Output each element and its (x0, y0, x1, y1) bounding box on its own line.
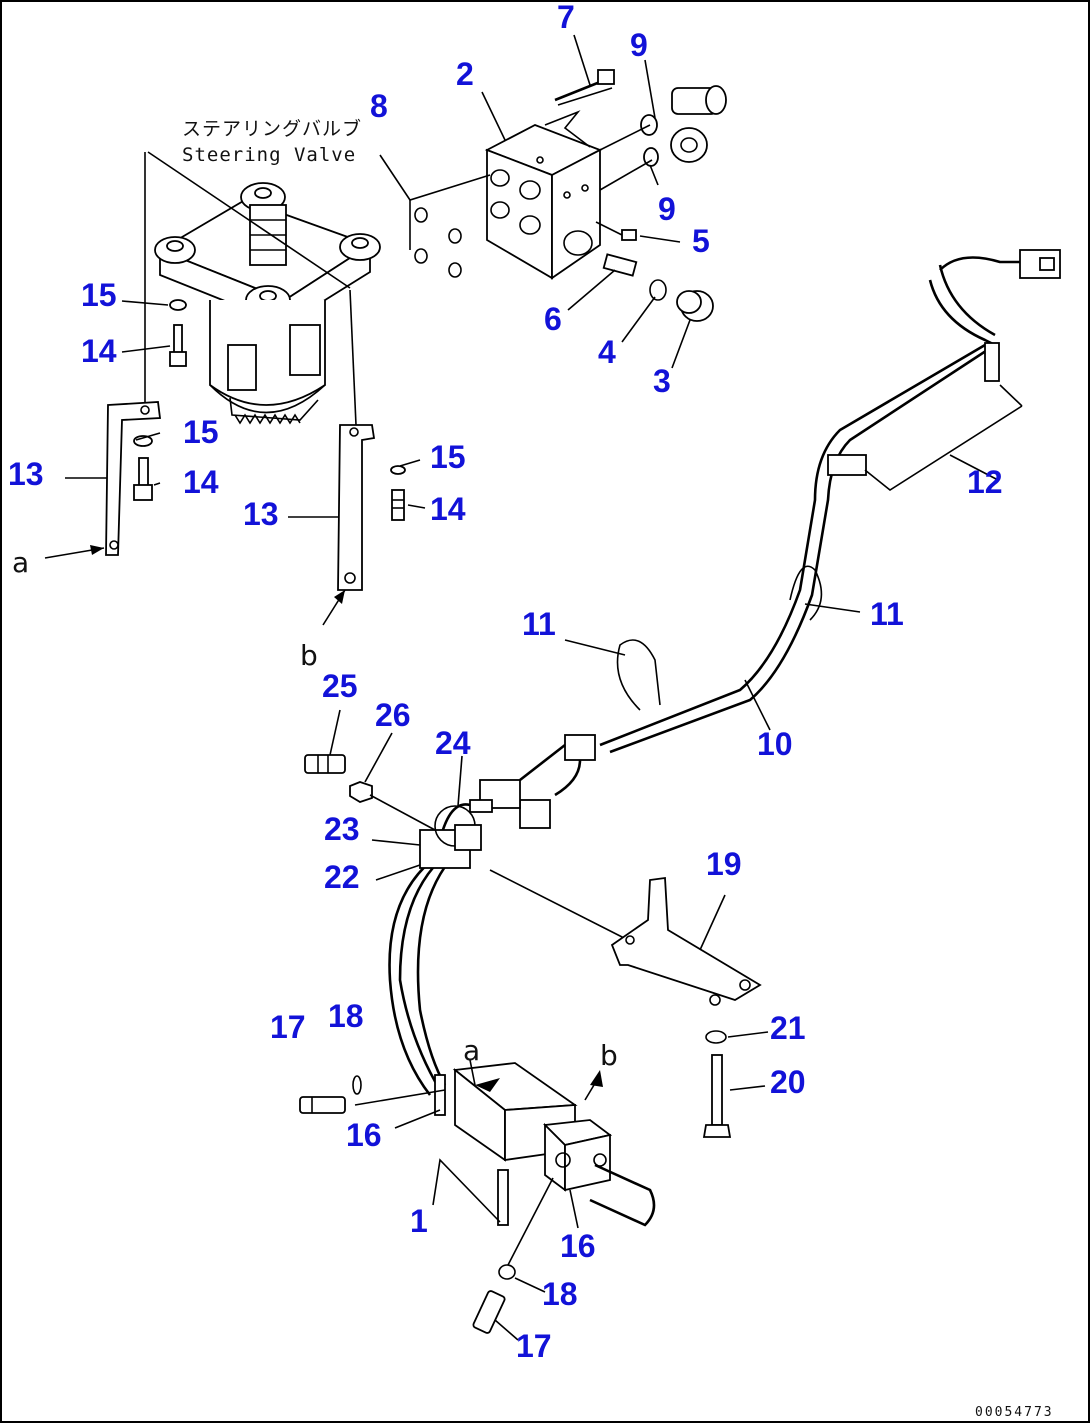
callout-14-left-lower: 14 (183, 464, 219, 500)
view-ref-a-top: a (12, 546, 29, 579)
callout-13-left: 13 (8, 456, 44, 492)
leader-8 (379, 154, 491, 201)
washer-21 (705, 1030, 727, 1044)
callout-15-middle: 15 (430, 439, 466, 475)
bolt-20 (702, 1054, 732, 1138)
arrowhead-a-top (90, 545, 104, 555)
drawing-code: 00054773 (975, 1405, 1054, 1420)
leader-7 (544, 110, 591, 148)
callout-11-left: 11 (522, 606, 556, 642)
washer-18-bottom (498, 1264, 516, 1280)
leader-17-left (354, 1089, 446, 1106)
callout-21: 21 (770, 1010, 806, 1046)
callout-26: 26 (375, 697, 411, 733)
wiring-harness (388, 249, 1061, 1096)
arrow-a-bottom (469, 1059, 476, 1086)
washer-18-left (352, 1075, 362, 1095)
leader-12 (864, 405, 1023, 491)
callout-6: 6 (544, 301, 562, 337)
label-jp: ステアリングバルブ (182, 117, 362, 140)
callout-1: 1 (410, 1203, 428, 1239)
callout-15-left-upper: 15 (81, 277, 117, 313)
callout-11-right: 11 (870, 596, 904, 632)
callout-18-left: 18 (328, 998, 364, 1034)
bracket-middle (337, 424, 376, 591)
callout-25: 25 (322, 668, 358, 704)
callout-2: 2 (456, 56, 474, 92)
bolt-14-left-lower (133, 435, 153, 501)
callout-12: 12 (967, 464, 1003, 500)
callout-9-bottom: 9 (658, 191, 676, 227)
bracket-left (105, 401, 162, 556)
bolt-14-left-upper (169, 299, 187, 367)
arrowhead-b-top (334, 590, 345, 604)
callout-10: 10 (757, 726, 793, 762)
fittings-9 (640, 85, 727, 167)
view-ref-b-bottom: b (600, 1039, 618, 1072)
leader-9a (589, 124, 651, 156)
callout-19: 19 (706, 846, 742, 882)
callout-15-left-lower: 15 (183, 414, 219, 450)
callout-22: 22 (324, 859, 360, 895)
callout-8: 8 (370, 88, 388, 124)
callout-23: 23 (324, 811, 360, 847)
leader-9b (599, 159, 653, 191)
part-6 (602, 253, 638, 277)
leader-valve-mid (349, 289, 357, 426)
bolt-bottom (497, 1169, 509, 1226)
callout-5: 5 (692, 223, 710, 259)
valve-block (484, 124, 603, 280)
leaders (65, 34, 861, 1341)
callout-20: 20 (770, 1064, 806, 1100)
solenoid-valve (434, 1062, 656, 1227)
cap-3 (676, 290, 714, 322)
steering-valve (154, 182, 381, 425)
callout-16-bottom: 16 (560, 1228, 596, 1264)
view-ref-b-top: b (300, 639, 318, 672)
callout-24: 24 (435, 725, 471, 761)
callout-14-middle: 14 (430, 491, 466, 527)
view-ref-a-bottom: a (463, 1034, 480, 1067)
callout-16-left: 16 (346, 1117, 382, 1153)
washer-26 (349, 781, 373, 803)
bracket-19 (610, 876, 762, 1006)
callout-7: 7 (557, 0, 575, 35)
arrowhead-b-bottom (590, 1070, 603, 1087)
bolt-17-bottom (472, 1290, 506, 1334)
callout-14-left-upper: 14 (81, 333, 117, 369)
callout-4: 4 (598, 334, 616, 370)
callouts: 1 2 3 4 5 6 7 8 9 9 10 11 11 12 13 13 14… (8, 0, 1003, 1364)
leader-19 (489, 869, 629, 941)
leader-17-bottom (507, 1177, 554, 1266)
leader-valve-right (147, 151, 351, 289)
label-en: Steering Valve (182, 144, 356, 166)
callout-3: 3 (653, 363, 671, 399)
callout-18-bottom: 18 (542, 1276, 578, 1312)
leader-12c (949, 454, 999, 481)
callout-13-middle: 13 (243, 496, 279, 532)
callout-17-left: 17 (270, 1009, 306, 1045)
arrowhead-a-bottom (475, 1078, 500, 1092)
orings-8 (414, 207, 462, 278)
bolt-14-middle (390, 465, 406, 521)
leader-26 (369, 794, 436, 831)
bolt-25 (304, 754, 346, 774)
leader-12b (999, 384, 1023, 407)
part-5 (595, 221, 637, 241)
plug-7 (554, 69, 615, 106)
callout-17-bottom: 17 (516, 1328, 552, 1364)
oring-4 (649, 279, 667, 301)
callout-9-top: 9 (630, 27, 648, 63)
bolt-17-left (299, 1096, 346, 1114)
